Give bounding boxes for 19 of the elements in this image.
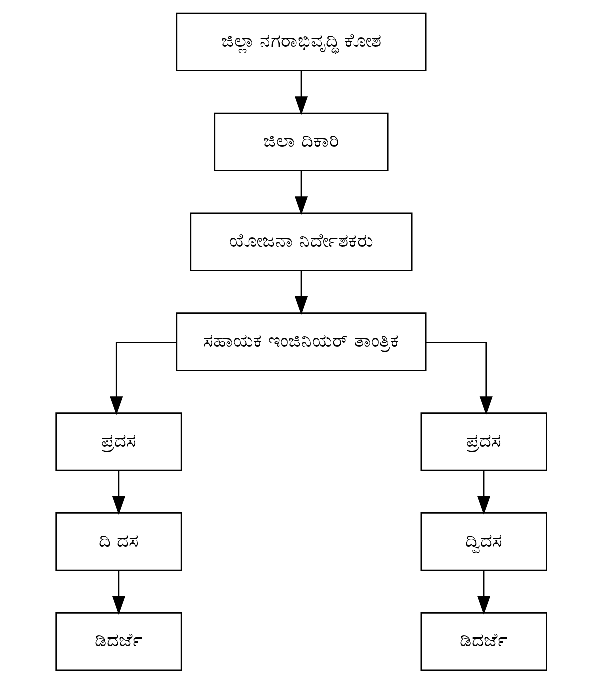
arrow (426, 342, 493, 416)
node-box: ಜಿಲಾ ದಿಕಾರಿ (214, 112, 389, 172)
arrow (478, 570, 491, 615)
arrow (294, 270, 308, 316)
node-box: ಪ್ರದಸ (420, 412, 548, 472)
node-box: ದ್ವಿದಸ (420, 512, 548, 572)
arrow (294, 171, 308, 216)
node-box: ಡಿದರ್ಜೆ (56, 612, 182, 672)
node-box: ಡಿದರ್ಜೆ (420, 612, 548, 672)
node-box: ಯೋಜನಾ ನಿರ್ದೇಶಕರು (190, 212, 413, 272)
node-box: ಪ್ರದಸ (56, 412, 182, 472)
node-box: ದಿ ದಸ (56, 512, 182, 572)
arrow (478, 470, 491, 516)
arrow (112, 570, 126, 615)
arrow (110, 342, 177, 416)
node-box: ಜಿಲ್ಲಾ ನಗರಾಭಿವೃದ್ಧಿ ಕೋಶ (176, 12, 427, 72)
arrow (294, 71, 308, 116)
arrow (112, 470, 126, 516)
node-box: ಸಹಾಯಕ ಇಂಜಿನಿಯರ್ ತಾಂತ್ರಿಕ (176, 312, 427, 372)
